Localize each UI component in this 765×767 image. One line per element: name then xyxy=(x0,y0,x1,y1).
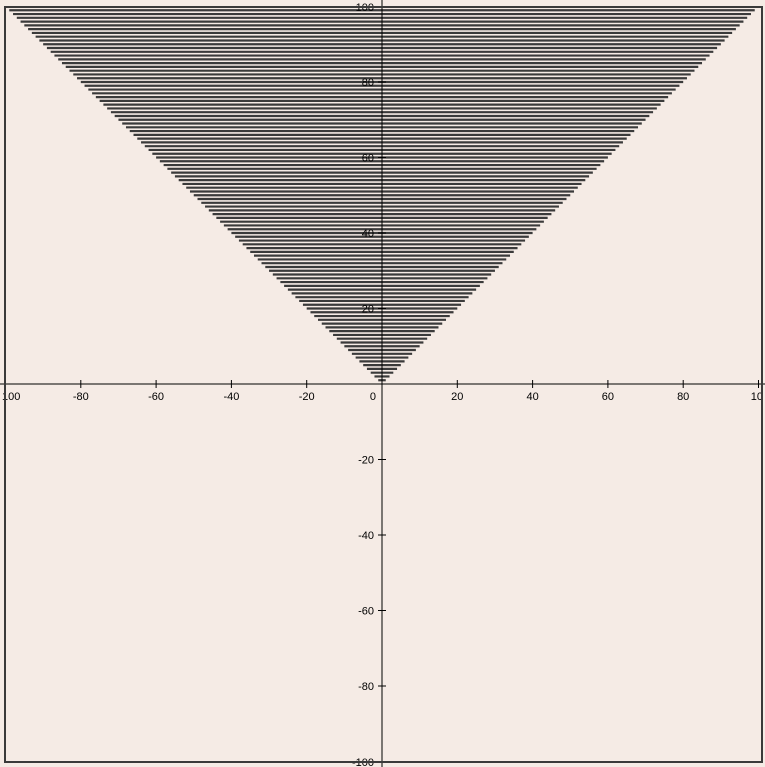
x-tick-label: 0 xyxy=(370,391,376,403)
x-tick-label: -20 xyxy=(299,391,315,403)
y-tick-label: -60 xyxy=(358,606,374,618)
y-tick-label: 60 xyxy=(362,153,374,165)
x-tick-label: 40 xyxy=(526,391,538,403)
x-tick-label: 100 xyxy=(2,391,20,403)
x-tick-label: 80 xyxy=(677,391,689,403)
y-tick-label: 80 xyxy=(362,77,374,89)
plot-frame xyxy=(4,6,763,763)
y-tick-label: 40 xyxy=(362,228,374,240)
x-tick-label: 10 xyxy=(751,391,763,403)
x-tick-label: -80 xyxy=(73,391,89,403)
y-tick-label: -40 xyxy=(358,530,374,542)
x-tick-label: -40 xyxy=(223,391,239,403)
x-tick-label: -60 xyxy=(148,391,164,403)
y-tick-label: -80 xyxy=(358,681,374,693)
x-tick-label: 20 xyxy=(451,391,463,403)
y-tick-label: 20 xyxy=(362,304,374,316)
y-tick-label: -20 xyxy=(358,455,374,467)
x-tick-label: 60 xyxy=(602,391,614,403)
